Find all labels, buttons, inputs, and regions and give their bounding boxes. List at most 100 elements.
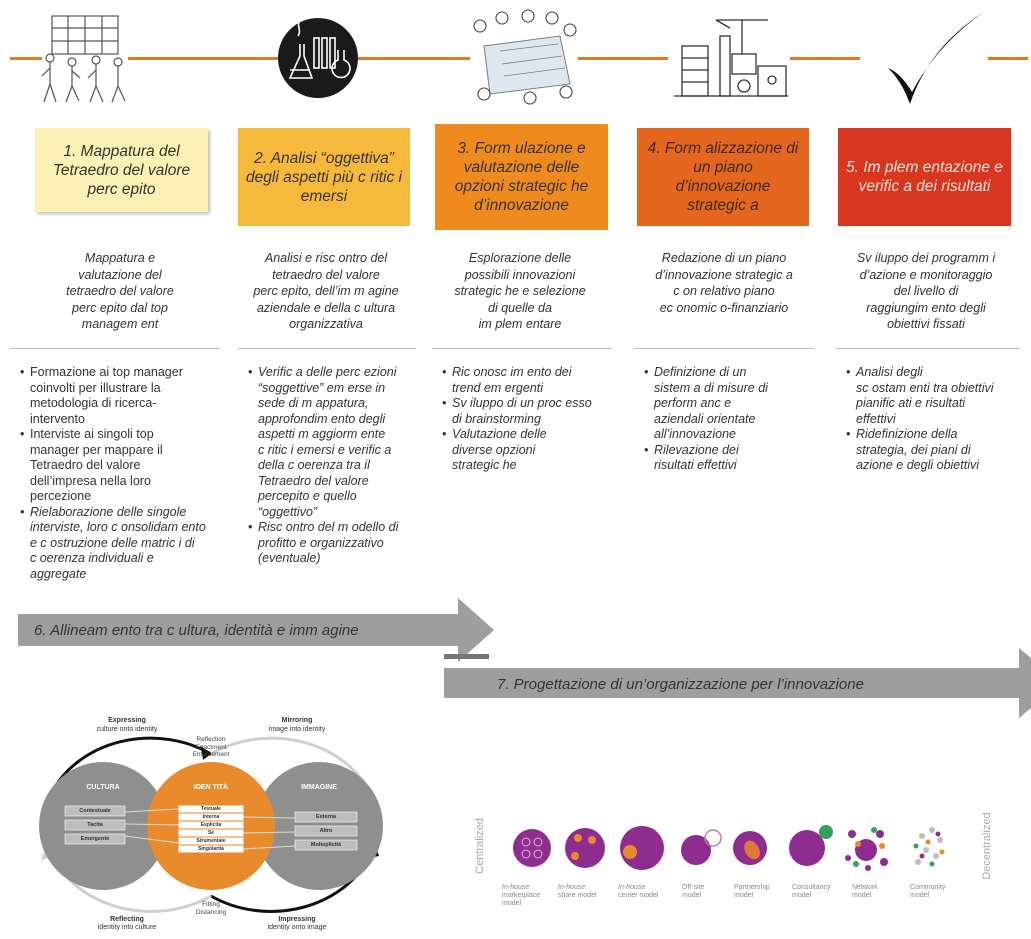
arrow-step-7 (444, 648, 1031, 718)
identita-item: Esplicita (200, 822, 222, 828)
model-caption-community: Community model (910, 884, 966, 900)
bullet-list-1: Formazione ai top manager coinvolti per … (20, 365, 245, 582)
arrow-step-7-label: 7. Progettazione di un’organizzazione pe… (497, 676, 864, 693)
arrow-step-6 (18, 598, 494, 662)
bullet-item: Formazione ai top manager coinvolti per … (20, 365, 245, 427)
phase-box-2: 2. Analisi “oggettiva” degli aspetti più… (238, 128, 410, 226)
phase-title: 3. Form ulazione e valutazione delle opz… (454, 140, 589, 214)
bullet-list-3: Ric onosc im ento dei trend em ergenti S… (442, 365, 622, 474)
organization-models-spectrum: Centralized Decentralized (470, 800, 993, 920)
bullet-list-5: Analisi degli sc ostam enti tra obiettiv… (846, 365, 1026, 474)
culture-identity-image-diagram: Expressing culture onto identity Mirrori… (25, 714, 397, 934)
model-caption-line: marketplace (502, 892, 541, 899)
timeline-line (128, 57, 278, 60)
model-caption-line: model (792, 892, 812, 899)
center-bottom-processes: Fitting Distancing (171, 901, 251, 916)
process-label: Fitting (202, 901, 220, 908)
cultura-item: Tacita (87, 822, 103, 828)
reflecting-label: Reflecting identity into culture (77, 916, 177, 932)
model-caption-line: Network (852, 884, 878, 891)
model-caption-partnership: Partnership model (734, 884, 790, 900)
bullet-item: Rilevazione dei risultati effettivi (644, 443, 824, 474)
bullet-item: Valutazione delle diverse opzioni strate… (442, 427, 622, 474)
bullet-list-4: Definizione di un sistem a di misure di … (644, 365, 824, 474)
model-caption-line: model (682, 892, 702, 899)
immagine-label: IMMAGINE (301, 784, 337, 791)
phase-title: 4. Form alizzazione di un piano d’innova… (647, 140, 799, 214)
model-caption-offsite: Off-site model (682, 884, 732, 900)
model-caption-share: In-house share model (558, 884, 620, 900)
bullet-item: Ric onosc im ento dei trend em ergenti (442, 365, 622, 396)
phase-box-1: 1. Mappatura del Tetraedro del valore pe… (35, 128, 208, 212)
bullet-item: Verific a delle perc ezioni “soggettive”… (248, 365, 428, 520)
factory-icon (668, 6, 790, 106)
checkmark-icon (860, 6, 988, 106)
identita-item: Testuale (201, 806, 221, 812)
model-caption-line: model (502, 900, 522, 907)
model-caption-network: Network model (852, 884, 902, 900)
bullet-item: Interviste ai singoli top manager per ma… (20, 427, 245, 505)
cultura-item: Contestuale (79, 808, 111, 814)
process-label: Enforcement (192, 751, 230, 758)
people-walking-icon (41, 6, 128, 106)
impressing-label: Impressing identity onto image (247, 916, 347, 932)
model-caption-line: share model (558, 892, 597, 899)
model-caption-center: In-house center model (618, 884, 680, 900)
arrow-step-6-label: 6. Allineam ento tra c ultura, identità … (34, 622, 359, 639)
cultura-label: CULTURA (86, 784, 120, 791)
timeline-line (358, 57, 470, 60)
lab-flasks-icon (278, 6, 358, 106)
identita-item: Sé (207, 830, 215, 836)
identita-label: IDEN TITÀ (193, 784, 229, 791)
bullet-item: Definizione di un sistem a di misure di … (644, 365, 824, 443)
process-label: Distancing (195, 908, 227, 916)
impressing-subtitle: identity onto image (267, 924, 327, 931)
model-caption-line: In-house (558, 884, 586, 891)
model-caption-line: center model (618, 892, 659, 899)
process-label: Enactment (195, 743, 227, 751)
phase-title: 5. Im plem entazione e verific a dei ris… (846, 159, 1003, 195)
bullet-item: Ridefinizione della strategia, dei piani… (846, 427, 1026, 474)
divider (432, 348, 612, 349)
phase-description-5: Sv iluppo dei programm i d’azione e moni… (856, 251, 996, 331)
timeline-line (578, 57, 668, 60)
model-caption-marketplace: In-house marketplace model (502, 884, 564, 908)
identita-item: Strumentale (196, 838, 226, 844)
bullet-item: Sv iluppo di un proc esso di brainstormi… (442, 396, 622, 427)
center-top-processes: Reflection Enactment Enforcement (171, 736, 251, 759)
phase-box-5: 5. Im plem entazione e verific a dei ris… (838, 128, 1011, 226)
divider (238, 348, 416, 349)
divider (10, 348, 220, 349)
identita-item: Singolarità (198, 846, 224, 852)
identita-item: Interna (202, 814, 220, 820)
impressing-title: Impressing (278, 916, 316, 923)
model-caption-line: Consultancy (792, 884, 831, 891)
divider (836, 348, 1020, 349)
phase-description-4: Redazione di un piano d’innovazione stra… (655, 251, 793, 315)
timeline-line (10, 57, 42, 60)
bullet-item: Risc ontro del m odello di profitto e or… (248, 520, 428, 567)
immagine-item: Altro (319, 828, 333, 834)
phase-box-3: 3. Form ulazione e valutazione delle opz… (435, 124, 608, 230)
model-caption-line: Community (910, 884, 946, 891)
expressing-title: Expressing (108, 717, 146, 724)
divider (634, 348, 814, 349)
reflecting-subtitle: identity into culture (97, 924, 157, 931)
model-caption-line: model (734, 892, 754, 899)
bullet-item: Rielaborazione delle singole interviste,… (20, 505, 245, 583)
phase-title: 2. Analisi “oggettiva” degli aspetti più… (246, 149, 402, 205)
phase-title: 1. Mappatura del Tetraedro del valore pe… (52, 142, 191, 198)
team-planning-icon (470, 6, 578, 106)
model-caption-line: Partnership (734, 884, 770, 891)
model-caption-consultancy: Consultancy model (792, 884, 848, 900)
expressing-subtitle: culture onto identity (96, 726, 158, 733)
mirroring-label: Mirroring image into identity (247, 716, 347, 734)
model-caption-line: model (852, 892, 872, 899)
model-caption-line: Off-site (682, 884, 705, 891)
model-caption-line: In-house (618, 884, 646, 891)
timeline-line (988, 57, 1028, 60)
timeline-line (790, 57, 860, 60)
reflecting-title: Reflecting (110, 916, 144, 923)
model-caption-line: In-house (502, 884, 530, 891)
phase-box-4: 4. Form alizzazione di un piano d’innova… (637, 128, 809, 226)
